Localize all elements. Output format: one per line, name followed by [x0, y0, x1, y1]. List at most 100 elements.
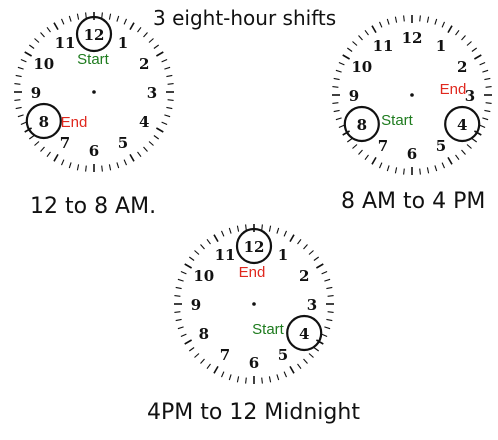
minute-tick-mark	[455, 29, 460, 36]
minute-tick-mark	[321, 333, 328, 338]
minute-tick-mark	[482, 69, 489, 73]
clock-numeral-4: 4	[299, 325, 309, 343]
hour-tick-mark	[155, 51, 164, 57]
hour-tick-mark	[53, 22, 59, 31]
minute-tick-mark	[68, 162, 72, 169]
minute-tick-mark	[116, 162, 120, 169]
minute-tick-mark	[297, 238, 302, 245]
hour-tick-mark	[289, 234, 295, 243]
minute-tick-mark	[338, 61, 345, 66]
hour-tick-mark	[447, 156, 453, 165]
clock-numeral-8: 8	[39, 113, 49, 131]
minute-tick-mark	[358, 35, 363, 41]
minute-tick-mark	[276, 227, 280, 234]
minute-tick-mark	[148, 38, 154, 43]
minute-tick-mark	[283, 230, 288, 237]
minute-tick-mark	[17, 66, 24, 70]
hour-tick-mark	[342, 54, 351, 60]
minute-tick-mark	[352, 144, 358, 149]
clock-numeral-9: 9	[191, 296, 201, 314]
minute-tick-mark	[108, 13, 112, 20]
minute-tick-mark	[261, 377, 263, 384]
minute-tick-mark	[308, 353, 314, 358]
clock-caption-evening: 4PM to 12 Midnight	[147, 400, 360, 425]
minute-tick-mark	[455, 154, 460, 161]
minute-tick-mark	[482, 117, 489, 121]
clock-numeral-10: 10	[351, 58, 372, 76]
clock-numeral-12: 12	[402, 29, 423, 47]
shift-start-label: Start	[381, 112, 414, 129]
minute-tick-mark	[332, 102, 339, 104]
minute-tick-mark	[60, 159, 65, 166]
minute-tick-mark	[175, 286, 182, 290]
hour-tick-mark	[213, 365, 219, 374]
clock-numeral-7: 7	[60, 134, 70, 152]
clock-numeral-12: 12	[84, 26, 105, 44]
minute-tick-mark	[194, 250, 200, 255]
minute-tick-mark	[461, 149, 466, 155]
minute-tick-mark	[326, 318, 333, 322]
minute-tick-mark	[220, 371, 225, 378]
hour-tick-mark	[315, 263, 324, 269]
minute-tick-mark	[180, 270, 187, 275]
hour-tick-mark	[184, 339, 193, 345]
minute-tick-mark	[403, 168, 405, 175]
hour-tick-mark	[447, 25, 453, 34]
clock-numeral-1: 1	[118, 34, 128, 52]
minute-tick-mark	[426, 167, 430, 174]
clock-numeral-8: 8	[357, 116, 367, 134]
minute-tick-mark	[143, 32, 148, 38]
hour-highlight-circle	[343, 105, 380, 143]
minute-tick-mark	[116, 15, 120, 22]
minute-tick-mark	[175, 318, 182, 322]
minute-tick-mark	[434, 165, 438, 172]
clock-center-dot	[92, 90, 96, 94]
minute-tick-mark	[378, 162, 383, 169]
minute-tick-mark	[177, 326, 184, 330]
minute-tick-mark	[166, 74, 173, 78]
minute-tick-mark	[174, 295, 181, 297]
minute-tick-mark	[321, 270, 328, 275]
minute-tick-mark	[46, 151, 51, 158]
minute-tick-mark	[194, 353, 200, 358]
minute-tick-mark	[324, 326, 331, 330]
minute-tick-mark	[326, 286, 333, 290]
clock-numeral-12: 12	[244, 238, 265, 256]
minute-tick-mark	[228, 374, 232, 381]
clock-numeral-11: 11	[373, 37, 394, 55]
shift-start-label: Start	[252, 321, 285, 338]
minute-tick-mark	[137, 26, 142, 33]
minute-tick-mark	[180, 333, 187, 338]
hour-tick-mark	[129, 153, 135, 162]
minute-tick-mark	[419, 168, 421, 175]
clock-caption-day: 8 AM to 4 PM	[341, 189, 486, 214]
hour-highlight-circle	[286, 314, 323, 352]
minute-tick-mark	[484, 109, 491, 113]
minute-tick-mark	[461, 35, 466, 41]
minute-tick-mark	[338, 124, 345, 129]
clock-numeral-5: 5	[118, 134, 128, 152]
minute-tick-mark	[14, 99, 21, 101]
minute-tick-mark	[101, 12, 103, 19]
minute-tick-mark	[434, 18, 438, 25]
minute-tick-mark	[123, 18, 128, 25]
clock-numeral-6: 6	[89, 142, 99, 160]
minute-tick-mark	[394, 167, 398, 174]
minute-tick-mark	[15, 106, 22, 110]
clock-numeral-6: 6	[407, 145, 417, 163]
clock-center-dot	[410, 93, 414, 97]
minute-tick-mark	[167, 99, 174, 101]
minute-tick-mark	[228, 227, 232, 234]
minute-tick-mark	[28, 44, 35, 49]
minute-tick-mark	[148, 141, 154, 146]
minute-tick-mark	[358, 149, 363, 155]
clock-numeral-2: 2	[139, 55, 149, 73]
clock-numeral-2: 2	[299, 267, 309, 285]
minute-tick-mark	[164, 66, 171, 70]
minute-tick-mark	[101, 165, 103, 172]
minute-tick-mark	[268, 225, 272, 232]
minute-tick-mark	[327, 295, 334, 297]
clock-numeral-5: 5	[436, 137, 446, 155]
